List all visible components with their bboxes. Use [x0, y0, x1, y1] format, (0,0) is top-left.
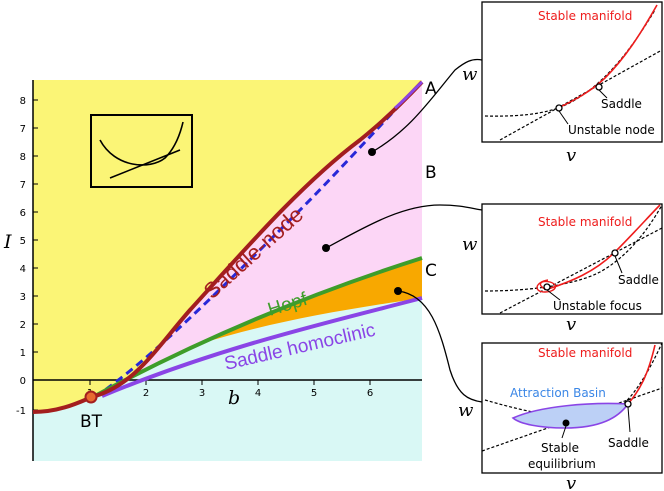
inset-3: w v Stable manifold Attraction Basin Sad…: [458, 342, 663, 491]
inset-1-label-saddle: Saddle: [601, 97, 642, 111]
inset-3-label-saddle: Saddle: [608, 436, 649, 450]
inset-2-label-manifold: Stable manifold: [538, 215, 632, 229]
y-axis-label: I: [3, 231, 12, 253]
y-tick-label: 5: [20, 236, 26, 247]
inset-3-label-stable: Stable: [541, 441, 579, 455]
region-b-label: B: [425, 163, 437, 183]
inset-1-manifold: [557, 4, 658, 109]
connector-line-b: [325, 204, 483, 249]
bt-point: [84, 390, 98, 404]
x-tick-label: 5: [311, 388, 317, 399]
inset-3-basin: [511, 402, 630, 429]
y-tick-label: 4: [20, 264, 26, 275]
inset-2-dashed-curve: [484, 204, 663, 292]
inset-2-ylabel: w: [462, 234, 478, 255]
inset-3-manifold: [627, 344, 656, 405]
connector-line-a: [371, 58, 483, 153]
y-tick-label: 2: [20, 320, 26, 331]
inset-2-focus-point: [543, 283, 551, 291]
region-c-label: C: [425, 261, 437, 281]
x-axis-label: b: [228, 387, 240, 409]
bt-label: BT: [80, 412, 103, 432]
inset-2-label-saddle: Saddle: [618, 273, 659, 287]
y-tick-label: 6: [20, 208, 26, 219]
inset-2-spiral: [536, 279, 557, 293]
x-tick-label: 2: [143, 388, 149, 399]
inset-1-saddle-point: [595, 83, 603, 91]
inset-1: w v Stable manifold Saddle Unstable node: [462, 1, 663, 166]
inset-3-label-basin: Attraction Basin: [510, 386, 606, 400]
homoclinic-curve: [101, 296, 423, 398]
y-tick-label: -1: [16, 406, 26, 417]
inset-2-xlabel: v: [566, 314, 576, 335]
y-tick-label: 8: [20, 96, 26, 107]
x-ticks: [89, 380, 371, 385]
inset-1-xlabel: v: [566, 145, 576, 166]
inset-1-label-node: Unstable node: [568, 123, 655, 137]
inset-3-label-manifold: Stable manifold: [538, 346, 632, 360]
inset-1-label-manifold: Stable manifold: [538, 9, 632, 23]
x-tick-label: 4: [255, 388, 261, 399]
y-tick-label: 7: [20, 180, 26, 191]
dashed-curve: [94, 80, 424, 399]
inset-3-xlabel: v: [566, 473, 576, 491]
y-tick-label: 1: [20, 348, 26, 359]
inset-3-equilibrium-point: [562, 419, 570, 427]
connector-line-c: [397, 290, 483, 403]
x-tick-label: 6: [367, 388, 373, 399]
inset-3-saddle-point: [624, 400, 632, 408]
inset-3-ylabel: w: [458, 400, 474, 421]
inset-2: w v Stable manifold Saddle Unstable focu…: [462, 203, 663, 335]
region-yellow-below-left: [33, 380, 122, 412]
y-tick-label: 3: [20, 292, 26, 303]
inset-3-label-equilibrium: equilibrium: [528, 457, 596, 471]
x-tick-label: 3: [199, 388, 205, 399]
inset-1-node-point: [555, 104, 563, 112]
y-tick-label: 7: [20, 124, 26, 135]
region-a-label: A: [425, 79, 437, 99]
inset-2-label-focus: Unstable focus: [553, 299, 642, 313]
inset-2-dashed-line: [499, 227, 663, 314]
saddle-node-right-segment: [394, 80, 423, 110]
y-tick-label: 8: [20, 152, 26, 163]
main-plot: -1 0 1 2 3 4 5 6 7 8 7 8 1 2 3 4 5 6 b I: [3, 58, 483, 461]
inset-2-saddle-point: [611, 249, 619, 257]
y-tick-label: 0: [20, 376, 26, 387]
sketch-box: [90, 114, 193, 188]
inset-1-ylabel: w: [462, 64, 478, 85]
